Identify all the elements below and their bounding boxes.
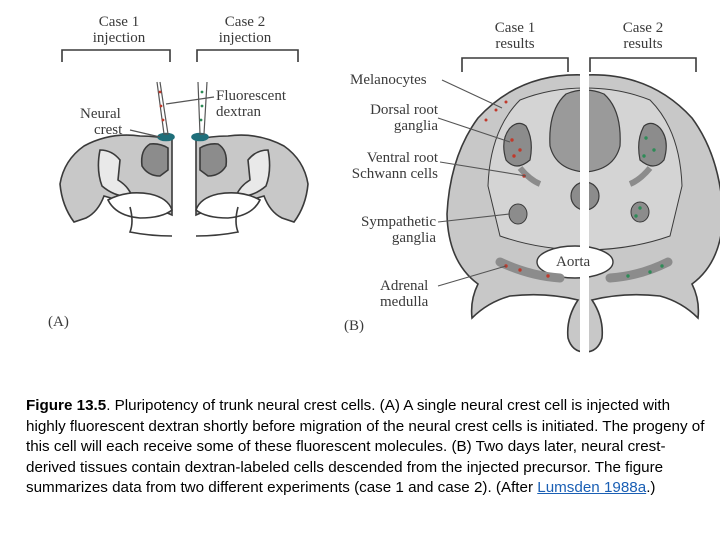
drg-right (638, 122, 667, 167)
dextran-dots (158, 90, 204, 122)
figure-drawing (59, 49, 720, 353)
figure-number: Figure 13.5 (26, 397, 107, 414)
fluorescent-dextran-label: Fluorescent dextran (216, 88, 286, 120)
case2-results-label: Case 2 results (622, 20, 664, 52)
aorta-label: Aorta (556, 254, 591, 270)
adrenal-medulla-label: Adrenal medulla (380, 278, 429, 310)
case1-injection-label: Case 1 injection (92, 14, 146, 46)
panel-b-letter: (B) (344, 318, 364, 334)
case2-injection-label: Case 2 injection (218, 14, 272, 46)
aorta-vessel (536, 245, 614, 279)
drg-left (503, 122, 532, 167)
figure-13-5: Case 1 injection Case 2 injection Neural… (48, 14, 720, 353)
caption-text: . Pluripotency of trunk neural crest cel… (26, 397, 705, 497)
panel-a-letter: (A) (48, 314, 69, 330)
results-brackets (461, 57, 697, 72)
dorsal-root-ganglia-label: Dorsal root ganglia (370, 102, 438, 134)
melanocytes-label: Melanocytes (350, 72, 427, 88)
sympathetic-left (508, 203, 528, 225)
case1-results-label: Case 1 results (494, 20, 536, 52)
panel-a-drawing (59, 49, 309, 237)
ventral-root-schwann-label: Ventral root Schwann cells (351, 150, 438, 182)
panel-b-leaders (437, 79, 527, 287)
caption-end: .) (646, 479, 656, 497)
sympathetic-right (630, 201, 650, 223)
labeled-cells (484, 100, 664, 278)
citation-link[interactable]: Lumsden 1988a (537, 479, 647, 497)
figure-caption: Figure 13.5. Pluripotency of trunk neura… (26, 396, 706, 499)
sympathetic-ganglia-label: Sympathetic ganglia (361, 214, 436, 246)
neural-crest-label: Neural crest (80, 106, 123, 138)
